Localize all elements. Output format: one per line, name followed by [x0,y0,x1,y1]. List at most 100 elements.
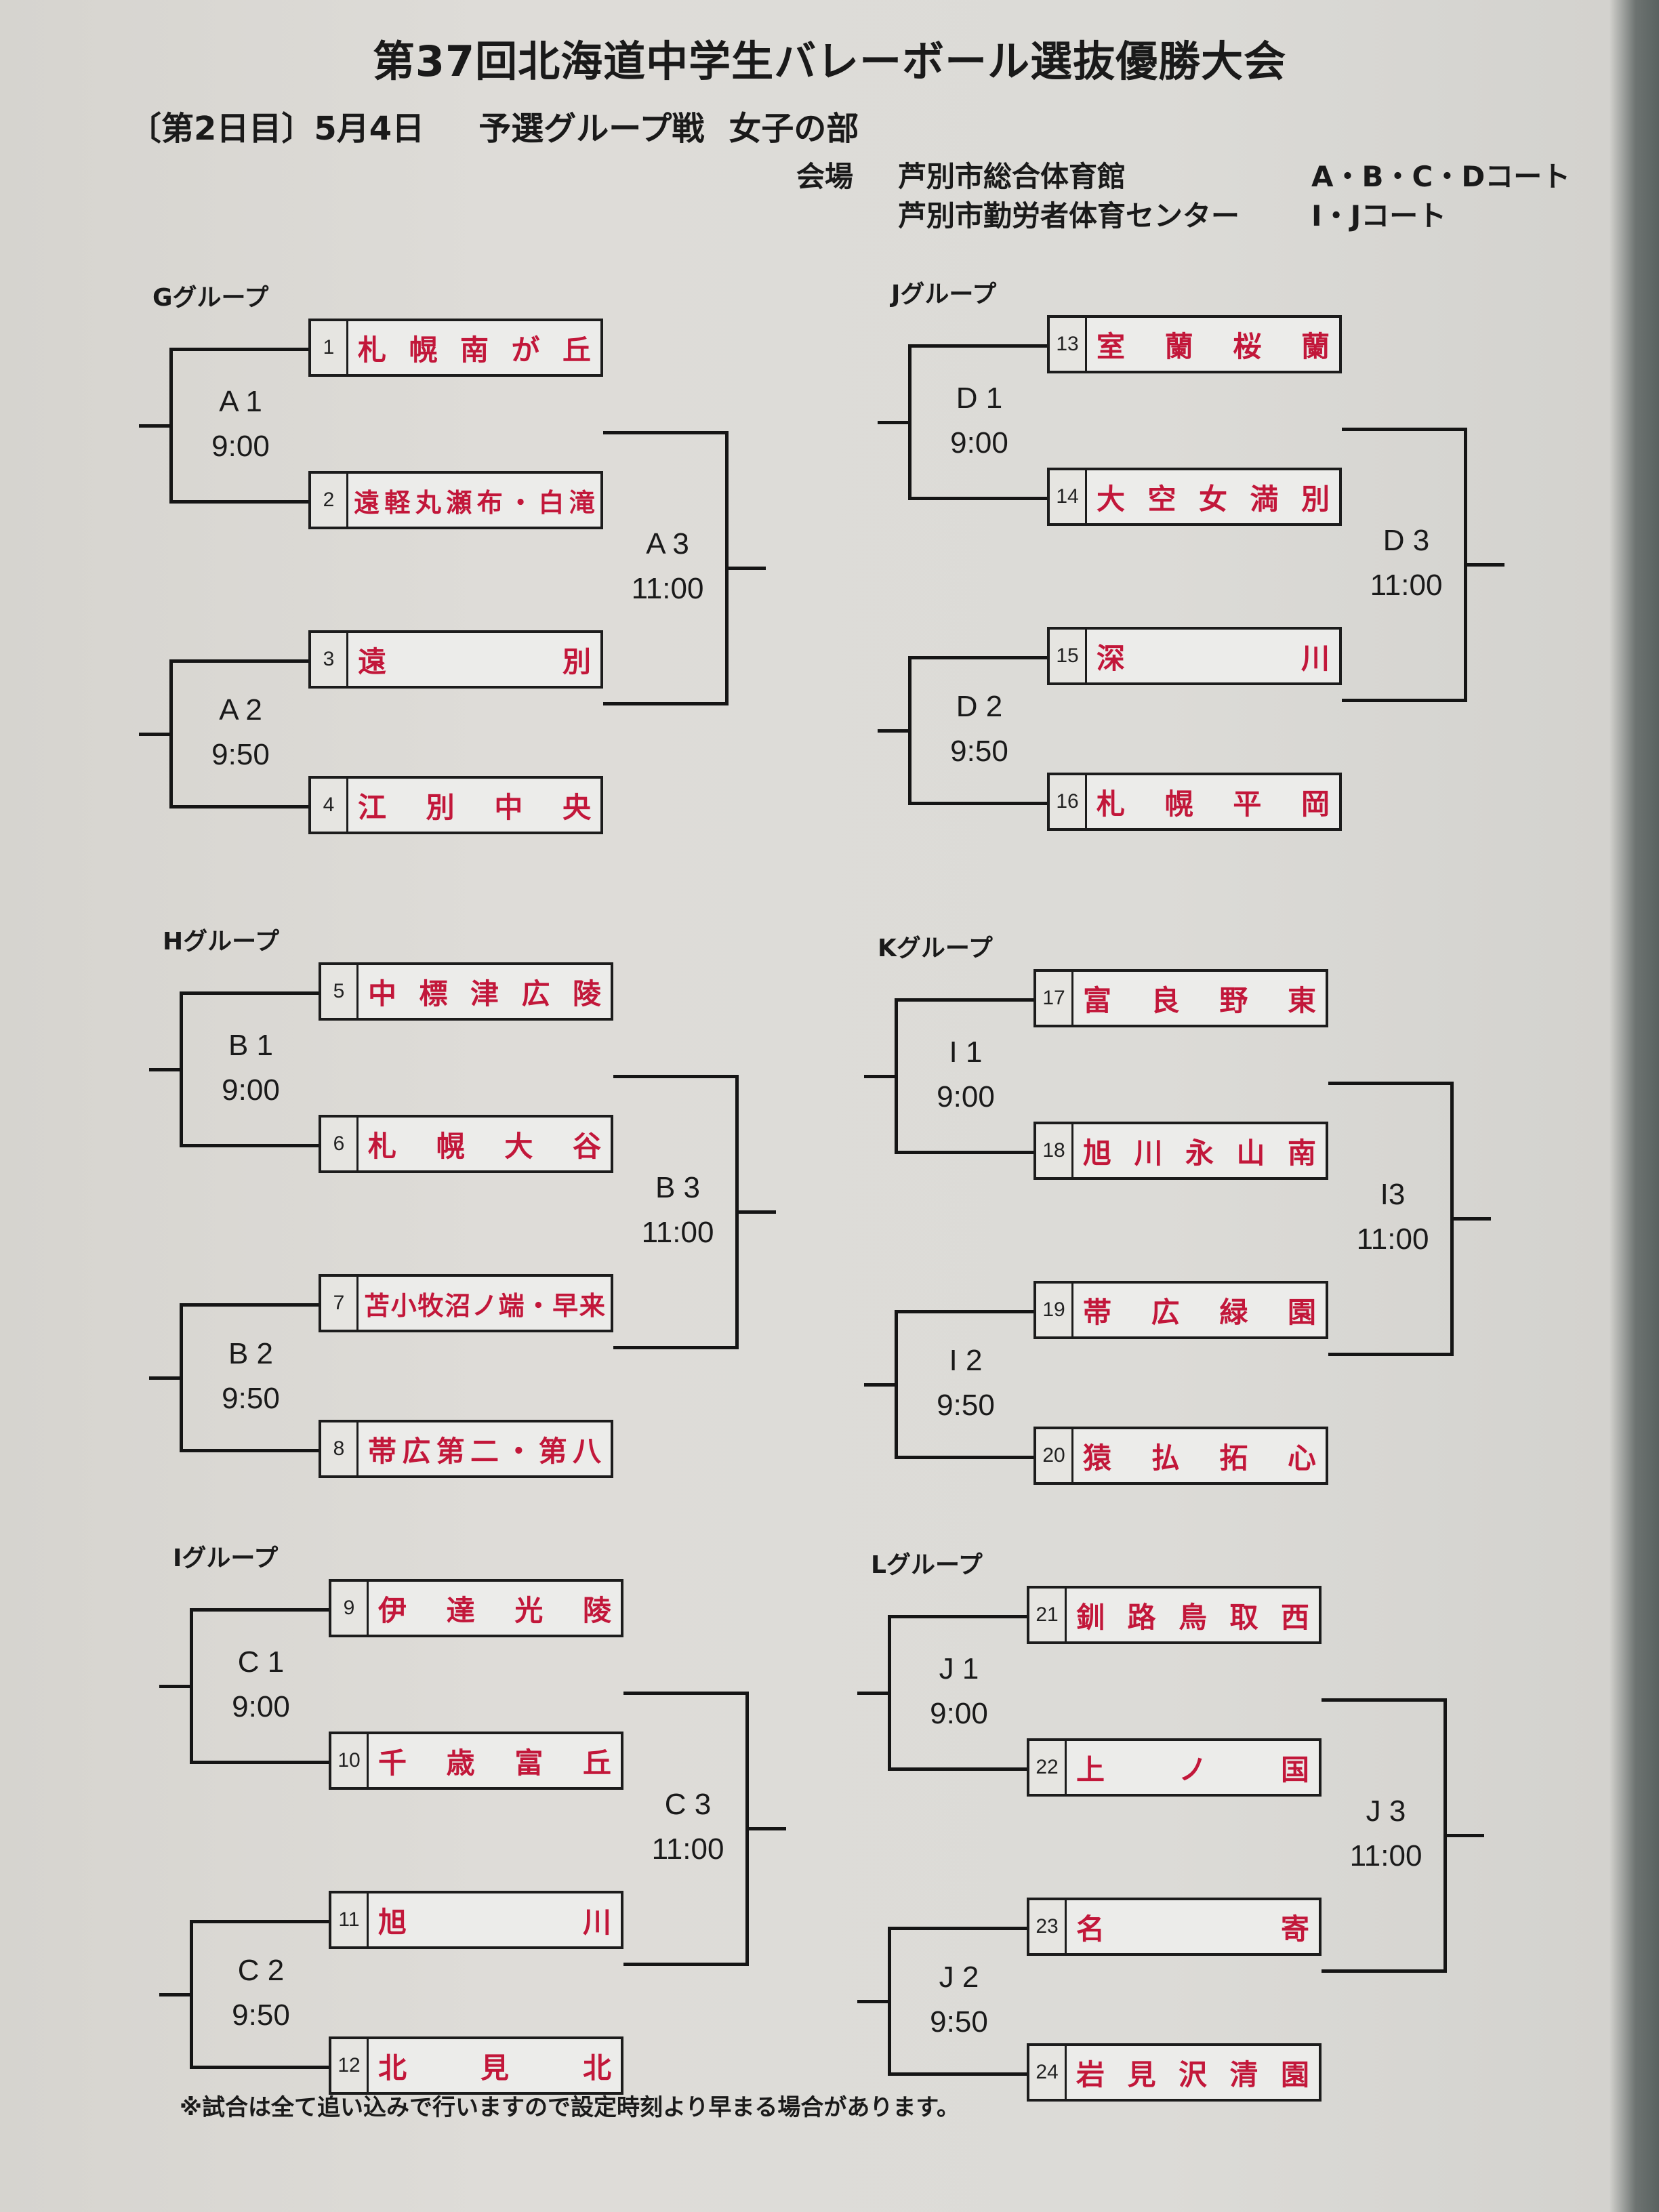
team-name: 帯広緑園 [1073,1284,1326,1336]
match-time: 9:50 [950,734,1008,768]
bracket-line [1328,1352,1450,1356]
group-label: Gグループ [152,284,269,312]
team-name-char: 岩 [1076,2057,1105,2091]
bracket-line [864,1074,895,1078]
event-label: 予選グループ戦 [478,110,705,148]
group-label: Iグループ [173,1544,279,1572]
group-label: Hグループ [163,928,279,956]
bracket-line [908,344,912,500]
team-name-char: 沼 [445,1290,471,1321]
team-name-char: 野 [1219,983,1248,1017]
team-name: 室蘭桜蘭 [1087,318,1339,371]
match-time: 9:00 [222,1073,280,1107]
bracket-line [1322,1698,1443,1702]
bracket-line [908,497,1047,500]
team-name-char: 達 [446,1593,475,1627]
team-name-char: 帯 [368,1434,397,1468]
team-seed-number: 7 [321,1277,359,1330]
bracket-line [888,1927,891,2076]
team-name-char: 園 [1280,2057,1309,2091]
bracket-line [908,344,1047,348]
team-name-char: 蘭 [1164,329,1193,363]
bracket-line [190,2066,329,2069]
team-name-char: 名 [1076,1912,1105,1946]
team-name-char: 丘 [582,1746,611,1780]
team-seed-number: 4 [311,779,348,832]
match-code: J 3 [1366,1794,1406,1828]
bracket-line [1328,1081,1450,1085]
team-seed-number: 14 [1050,470,1087,523]
team-name-char: 園 [1287,1295,1316,1329]
team-name-char: 釧 [1076,1600,1105,1634]
team-name-char: 寄 [1280,1912,1309,1946]
team-name-char: 札 [358,333,387,367]
team-name-char: 大 [504,1129,533,1163]
bracket-line [878,729,908,733]
team-name-char: 伊 [378,1593,407,1627]
team-name-char: 国 [1280,1753,1309,1786]
team-name-char: 女 [1198,482,1227,516]
team-name-char: 川 [582,1905,611,1939]
match-code: B 1 [228,1028,274,1062]
bracket-line [1464,562,1504,567]
team-name-char: 津 [470,977,499,1010]
team-name-char: ・ [508,487,534,518]
bracket-line [895,1151,1033,1154]
team-name-char: 谷 [572,1129,601,1163]
team-name-char: 取 [1229,1600,1258,1634]
match-time: 9:00 [211,429,270,463]
team-name: 遠軽丸瀬布・白滝 [348,474,600,527]
team-name-char: 岡 [1300,787,1330,821]
team-name-char: 札 [368,1129,397,1163]
bracket-line [1443,1833,1484,1837]
bracket-line [190,1608,193,1764]
bracket-line [190,1608,329,1612]
bracket-line [190,1920,329,1923]
match-time: 9:50 [930,2005,988,2039]
team-name: 旭川永山南 [1073,1124,1326,1177]
match-code: C 2 [237,1953,285,1987]
team-name-char: 桜 [1233,329,1262,363]
team-name-char: 瀬 [446,487,472,518]
team-name-char: 第 [436,1434,465,1468]
team-name-char: 陵 [582,1593,611,1627]
team-name-char: 標 [419,977,448,1010]
team-name-char: 二 [470,1434,499,1468]
match-code: D 3 [1382,523,1430,557]
team-name-char: 丘 [562,333,591,367]
bracket-line [888,1615,1027,1618]
bracket-line [613,1345,735,1349]
schedule-subheader: 〔第2日目〕5月4日 予選グループ戦 女子の部 [129,102,859,149]
team-name: 深川 [1087,630,1339,682]
team-name-char: 旭 [378,1905,407,1939]
bracket-line [159,1684,190,1688]
bracket-line [149,1376,180,1380]
team-name-char: 南 [459,333,489,367]
team-name-char: 拓 [1219,1441,1248,1475]
team-name-char: ノ [471,1290,497,1321]
footnote: ※試合は全て追い込みで行いますので設定時刻より早まる場合があります。 [180,2094,960,2121]
team-seed-number: 22 [1029,1741,1067,1794]
team-name-char: 西 [1280,1600,1309,1634]
team-name-char: 歳 [446,1746,475,1780]
team-name: 岩見沢清園 [1067,2046,1319,2099]
